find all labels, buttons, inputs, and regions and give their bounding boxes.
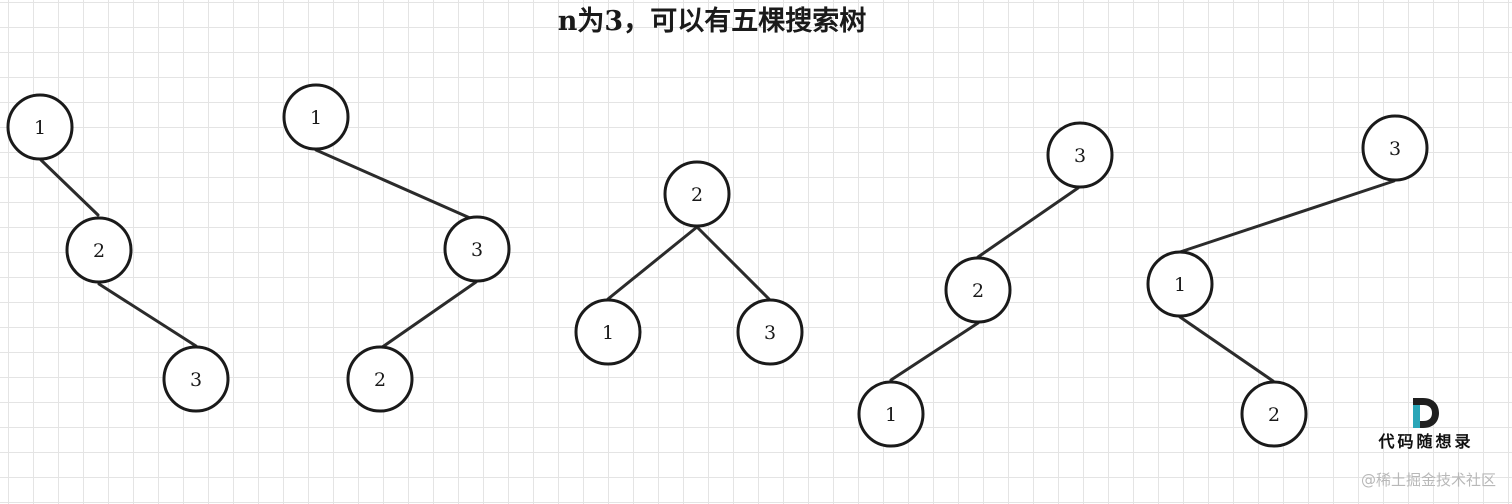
brand-logo: 代码随想录	[1370, 397, 1482, 453]
svg-text:1: 1	[602, 322, 614, 344]
svg-text:2: 2	[374, 369, 386, 391]
tree-5-node-c: 2	[1240, 380, 1308, 448]
svg-text:2: 2	[93, 240, 105, 262]
tree-5-node-b: 1	[1146, 250, 1214, 318]
tree-2-node-b: 3	[443, 215, 511, 283]
tree-5-edge-3-1	[1178, 179, 1396, 254]
brand-d-icon	[1413, 398, 1439, 428]
tree-3-edge-2-3	[695, 225, 771, 301]
svg-text:3: 3	[1389, 138, 1401, 160]
tree-4-node-c: 1	[857, 380, 925, 448]
tree-1-edge-1-2	[39, 158, 100, 217]
svg-text:3: 3	[764, 322, 776, 344]
tree-5: 3 1 2	[1146, 114, 1429, 448]
tree-2-edge-3-2	[379, 280, 478, 350]
tree-4-edge-3-2	[976, 186, 1080, 259]
tree-2-node-c: 2	[346, 345, 414, 413]
tree-5-edge-1-2	[1178, 315, 1275, 383]
tree-1-node-b: 2	[65, 216, 133, 284]
svg-text:3: 3	[1074, 145, 1086, 167]
tree-3-node-left: 1	[574, 298, 642, 366]
brand-name: 代码随想录	[1378, 432, 1474, 451]
tree-4-edge-2-1	[889, 321, 980, 382]
tree-4-node-b: 2	[944, 256, 1012, 324]
tree-2: 1 3 2	[282, 83, 511, 413]
tree-1-node-a: 1	[6, 93, 74, 161]
diagram-title: n为3，可以有五棵搜索树	[557, 6, 867, 37]
svg-text:3: 3	[471, 239, 483, 261]
tree-2-node-a: 1	[282, 83, 350, 151]
tree-1-edge-2-3	[97, 282, 198, 348]
tree-1: 1 2 3	[6, 93, 230, 413]
svg-text:1: 1	[34, 117, 46, 139]
svg-text:3: 3	[190, 369, 202, 391]
tree-3-node-right: 3	[736, 298, 804, 366]
svg-text:2: 2	[1268, 404, 1280, 426]
tree-3-edge-2-1	[606, 225, 699, 301]
svg-text:1: 1	[885, 404, 897, 426]
svg-text:1: 1	[310, 107, 322, 129]
tree-3: 2 1 3	[574, 160, 804, 366]
watermark: @稀土掘金技术社区	[1360, 471, 1496, 489]
tree-4-node-a: 3	[1046, 121, 1114, 189]
tree-1-node-c: 3	[162, 345, 230, 413]
svg-text:2: 2	[972, 280, 984, 302]
svg-text:2: 2	[691, 184, 703, 206]
tree-4: 3 2 1	[857, 121, 1114, 448]
tree-3-node-root: 2	[663, 160, 731, 228]
tree-2-edge-1-3	[314, 148, 472, 220]
svg-text:1: 1	[1174, 274, 1186, 296]
tree-5-node-a: 3	[1361, 114, 1429, 182]
